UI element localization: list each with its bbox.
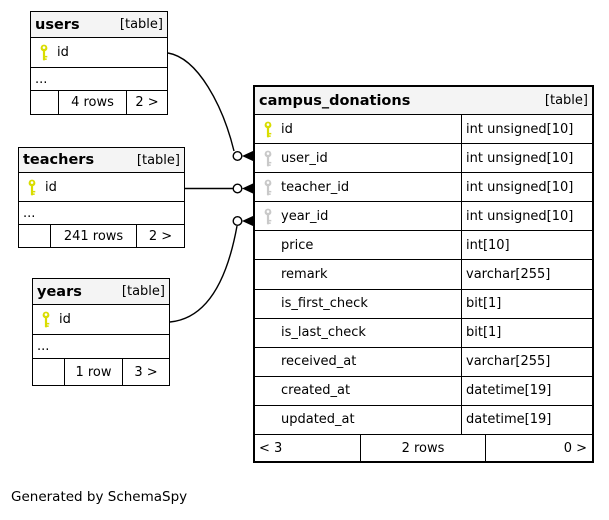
rows-count: 1 row <box>64 359 122 385</box>
footer-row: 241 rows 2 > <box>19 225 184 247</box>
footer-spacer <box>19 225 50 247</box>
column-type: datetime[19] <box>461 376 592 405</box>
ellipsis-row: ... <box>33 335 169 359</box>
children-count: 3 > <box>122 359 169 385</box>
columns-list: id int unsigned[10] user_id int unsigned… <box>255 115 592 435</box>
relationship-line-users <box>167 52 235 152</box>
column-row: received_at varchar[255] <box>255 347 592 377</box>
foreign-key-icon <box>263 179 273 196</box>
column-type: bit[1] <box>461 289 592 318</box>
ellipsis-row: ... <box>31 68 167 91</box>
cardinality-circle <box>232 150 243 161</box>
table-name: users <box>35 16 80 33</box>
table-tag: [table] <box>119 17 163 32</box>
column-type: int unsigned[10] <box>461 202 592 231</box>
column-row: updated_at datetime[19] <box>255 405 592 435</box>
column-type: int[10] <box>461 231 592 260</box>
table-tag: [table] <box>136 152 180 168</box>
cardinality-circle <box>232 215 243 226</box>
table-name: campus_donations <box>259 92 411 109</box>
column-name: teacher_id <box>281 179 350 195</box>
column-row: id <box>19 173 184 202</box>
column-row: id <box>31 38 167 68</box>
column-row: year_id int unsigned[10] <box>255 202 592 232</box>
column-type: bit[1] <box>461 318 592 347</box>
column-name: is_last_check <box>281 325 366 341</box>
rows-count: 2 rows <box>360 435 485 461</box>
column-row: is_last_check bit[1] <box>255 318 592 348</box>
column-name: id <box>45 179 57 195</box>
column-type: int unsigned[10] <box>461 144 592 173</box>
parents-count: < 3 <box>259 440 283 456</box>
column-type: int unsigned[10] <box>461 115 592 144</box>
column-name: price <box>281 237 314 253</box>
column-type: int unsigned[10] <box>461 173 592 202</box>
table-name: years <box>37 283 82 300</box>
table-users[interactable]: users [table] id ... 4 rows 2 > <box>30 11 168 115</box>
rows-count: 241 rows <box>50 225 136 247</box>
table-campus-donations[interactable]: campus_donations [table] id int unsigned… <box>253 85 594 463</box>
cardinality-circle <box>232 183 243 194</box>
column-row: teacher_id int unsigned[10] <box>255 173 592 203</box>
column-name: id <box>59 312 71 327</box>
footer-spacer <box>31 91 58 114</box>
column-type: datetime[19] <box>461 405 592 434</box>
table-header[interactable]: users [table] <box>31 12 167 38</box>
children-count: 2 > <box>126 91 167 114</box>
primary-key-icon <box>263 121 273 138</box>
column-row: created_at datetime[19] <box>255 376 592 406</box>
table-header[interactable]: campus_donations [table] <box>255 87 592 115</box>
foreign-key-icon <box>263 150 273 167</box>
column-name: user_id <box>281 150 328 166</box>
column-type: varchar[255] <box>461 260 592 289</box>
column-name: received_at <box>281 354 357 370</box>
table-name: teachers <box>23 152 95 168</box>
table-teachers[interactable]: teachers [table] id ... 241 rows 2 > <box>18 147 185 248</box>
primary-key-icon <box>27 179 37 196</box>
column-row: id <box>33 305 169 335</box>
column-name: is_first_check <box>281 296 368 312</box>
primary-key-icon <box>41 311 51 328</box>
column-row: id int unsigned[10] <box>255 115 592 145</box>
table-tag: [table] <box>544 93 588 108</box>
children-count: 0 > <box>485 435 592 461</box>
primary-key-icon <box>39 44 49 61</box>
column-name: updated_at <box>281 412 355 428</box>
footer-row: 1 row 3 > <box>33 359 169 385</box>
foreign-key-icon <box>263 208 273 225</box>
rows-count: 4 rows <box>58 91 126 114</box>
column-row: user_id int unsigned[10] <box>255 144 592 174</box>
column-name: created_at <box>281 383 351 399</box>
children-count: 2 > <box>136 225 184 247</box>
ellipsis-row: ... <box>19 202 184 225</box>
column-type: varchar[255] <box>461 347 592 376</box>
column-row: remark varchar[255] <box>255 260 592 290</box>
column-name: id <box>57 45 69 60</box>
column-row: price int[10] <box>255 231 592 261</box>
column-name: year_id <box>281 208 329 224</box>
column-name: id <box>281 121 293 137</box>
table-header[interactable]: years [table] <box>33 279 169 305</box>
column-name: remark <box>281 266 328 282</box>
generator-note: Generated by SchemaSpy <box>11 489 188 505</box>
footer-row: 4 rows 2 > <box>31 91 167 114</box>
table-tag: [table] <box>121 284 165 299</box>
table-years[interactable]: years [table] id ... 1 row 3 > <box>32 278 170 386</box>
column-row: is_first_check bit[1] <box>255 289 592 319</box>
table-header[interactable]: teachers [table] <box>19 148 184 173</box>
footer-spacer <box>33 359 64 385</box>
footer-row: < 3 2 rows 0 > <box>255 435 592 461</box>
